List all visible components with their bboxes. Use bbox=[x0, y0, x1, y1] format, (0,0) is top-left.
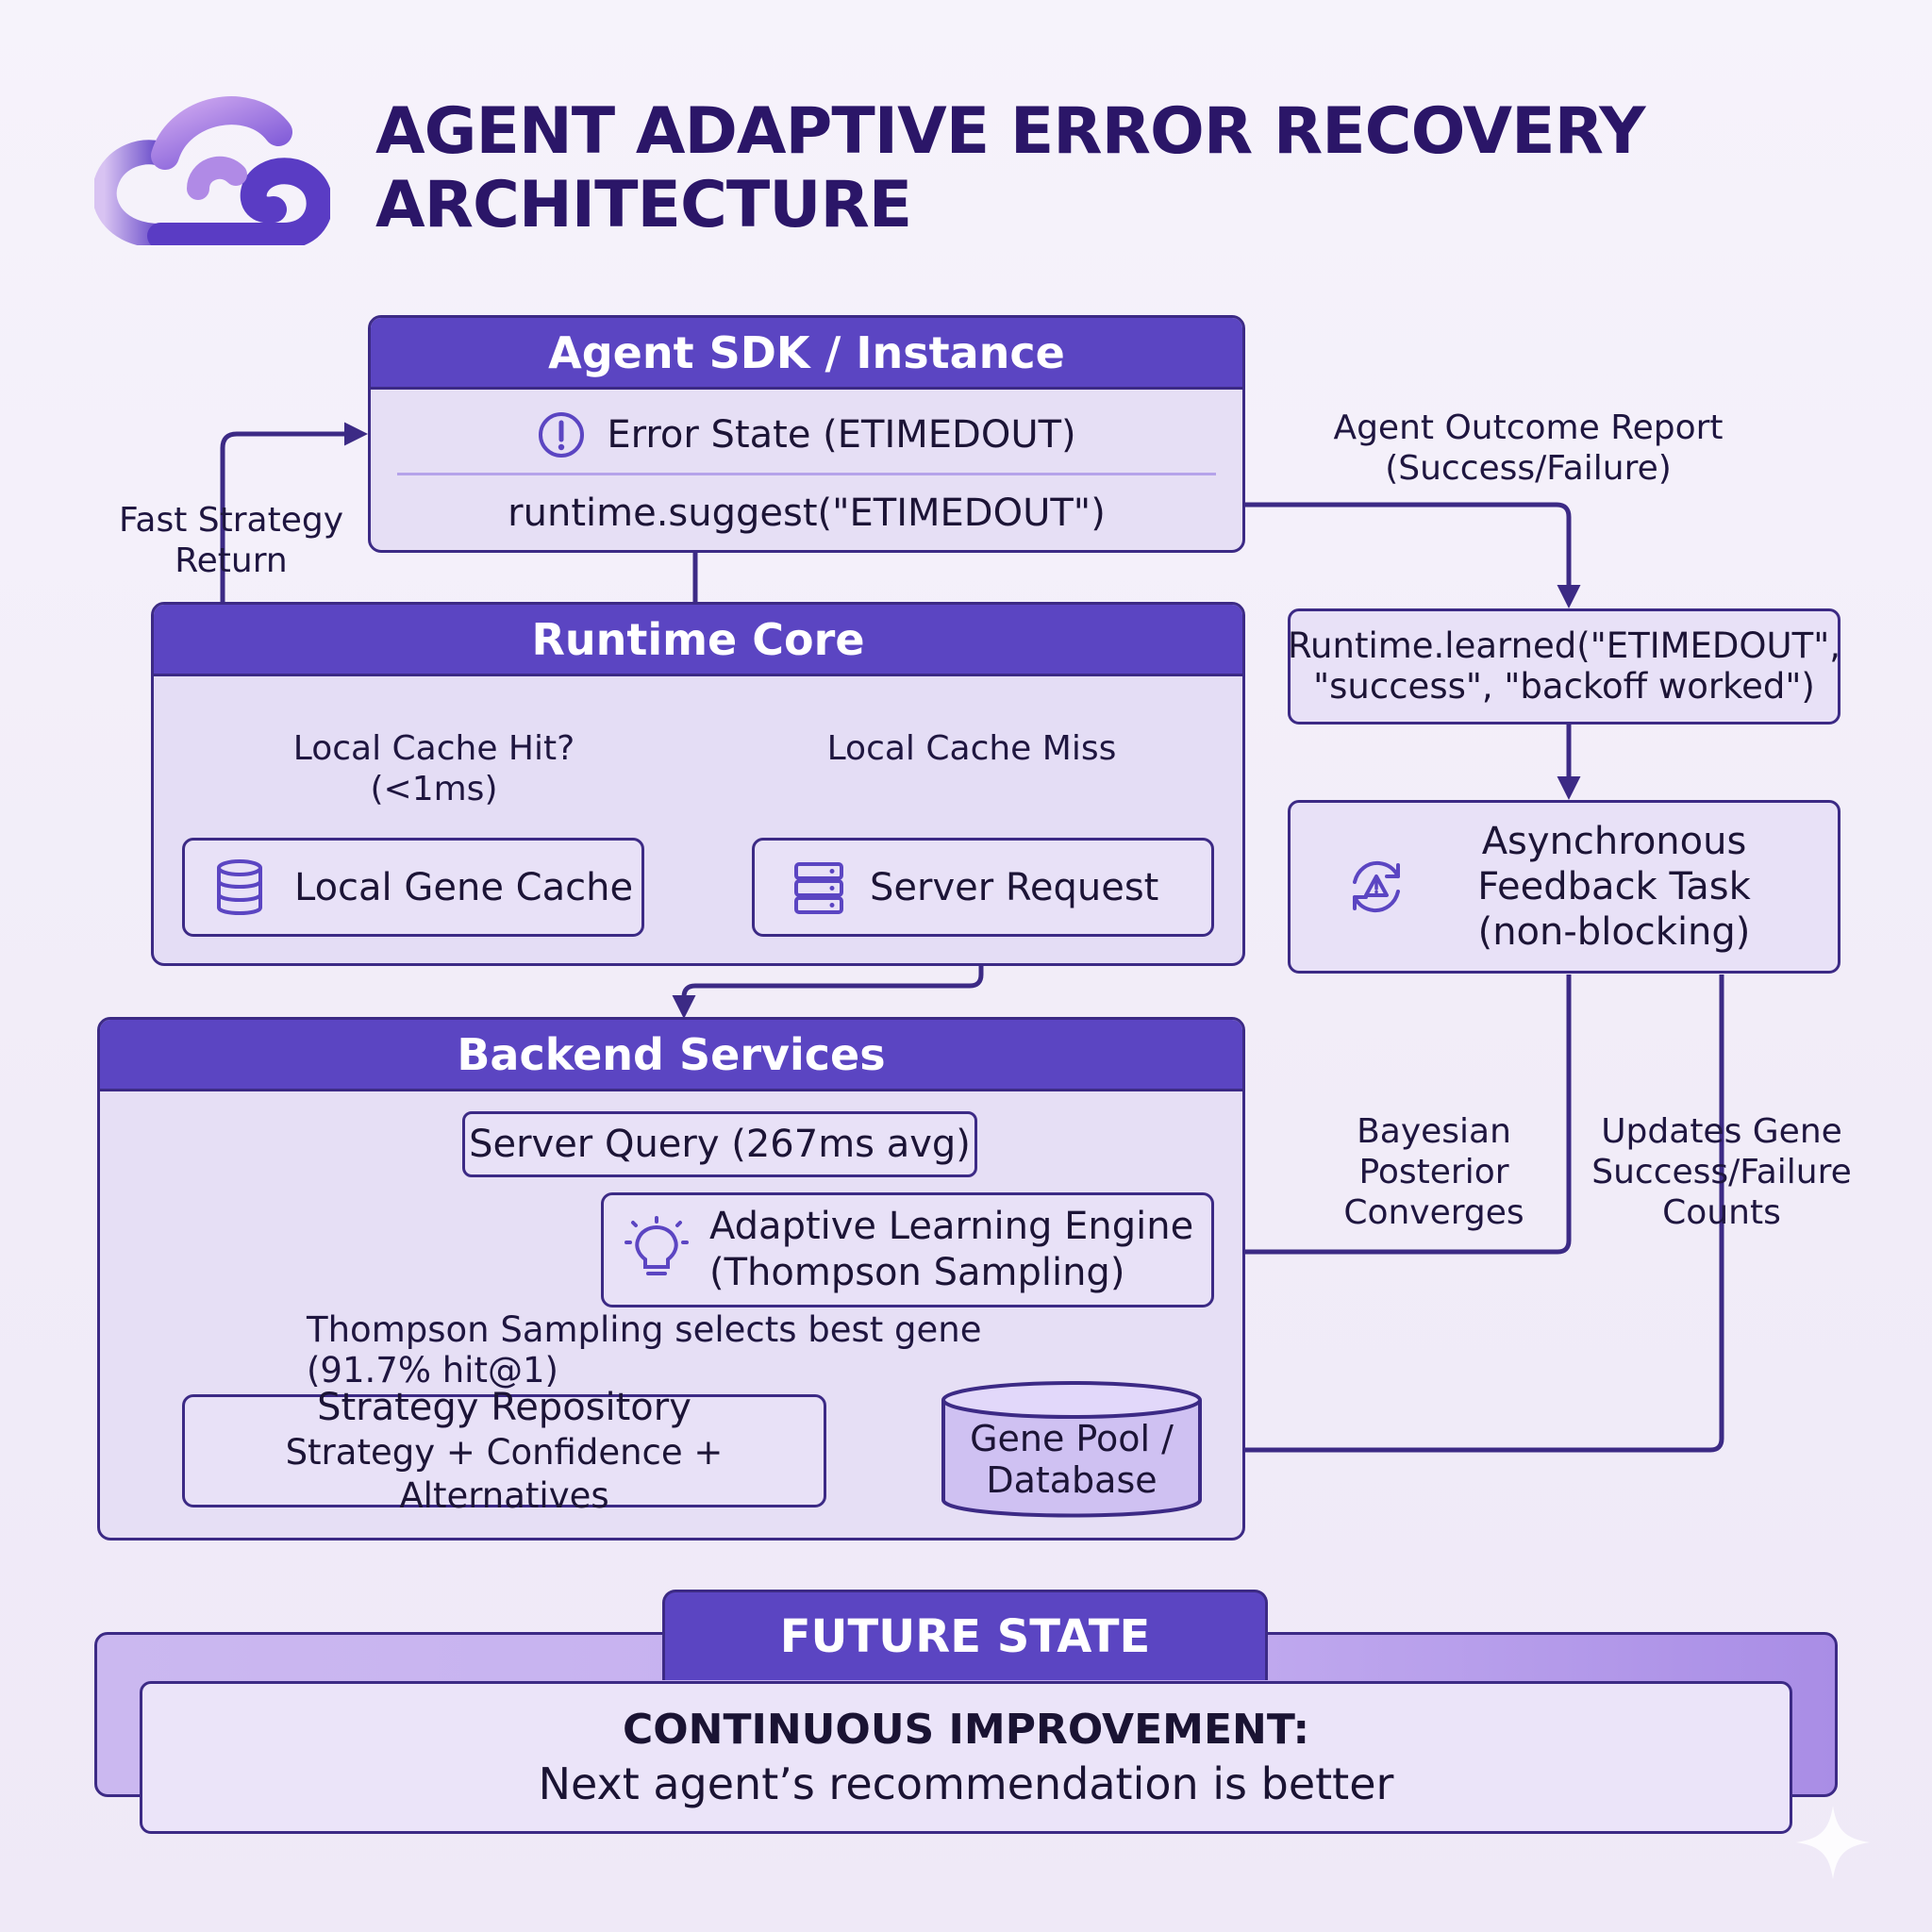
server-request-node: Server Request bbox=[752, 838, 1214, 937]
server-request-label: Server Request bbox=[870, 865, 1159, 909]
future-state-tab: FUTURE STATE bbox=[662, 1590, 1268, 1680]
cache-miss-label: Local Cache Miss bbox=[826, 729, 1117, 768]
sparkle-icon bbox=[1796, 1806, 1870, 1879]
engine-label-line1: Adaptive Learning Engine bbox=[709, 1205, 1194, 1249]
agent-sdk-title: Agent SDK / Instance bbox=[371, 318, 1242, 390]
agent-sdk-panel: Agent SDK / Instance Error State (ETIMED… bbox=[368, 315, 1245, 553]
refresh-alert-icon bbox=[1353, 860, 1400, 913]
updates-arrow bbox=[1198, 974, 1724, 1462]
outcome-report-arrow bbox=[1243, 502, 1581, 608]
error-state-text: Error State (ETIMEDOUT) bbox=[607, 413, 1076, 457]
async-line2: Feedback Task bbox=[1477, 865, 1751, 908]
request-to-backend-arrow bbox=[672, 939, 984, 1019]
engine-label-line2: (Thompson Sampling) bbox=[709, 1251, 1125, 1294]
gene-pool-label: Gene Pool / Database bbox=[970, 1418, 1174, 1501]
alert-circle-icon bbox=[539, 412, 585, 458]
adaptive-learning-engine-node: Adaptive Learning Engine (Thompson Sampl… bbox=[601, 1192, 1214, 1307]
local-gene-cache-node: Local Gene Cache bbox=[182, 838, 644, 937]
future-state-card: CONTINUOUS IMPROVEMENT: Next agent’s rec… bbox=[140, 1681, 1792, 1834]
gene-pool-database-node bbox=[941, 1381, 1202, 1518]
cache-hit-label: Local Cache Hit? (<1ms) bbox=[292, 729, 575, 809]
async-feedback-node: Asynchronous Feedback Task (non-blocking… bbox=[1288, 800, 1840, 974]
page-title-line1: AGENT ADAPTIVE ERROR RECOVERY bbox=[375, 94, 1646, 169]
fast-return-arrow bbox=[220, 422, 368, 840]
bayesian-arrow bbox=[1212, 974, 1572, 1264]
backend-services-title: Backend Services bbox=[100, 1020, 1242, 1091]
future-subline: Next agent’s recommendation is better bbox=[538, 1757, 1394, 1809]
runtime-core-title: Runtime Core bbox=[154, 605, 1242, 676]
cloud-g-logo bbox=[94, 96, 330, 245]
runtime-learned-node: Runtime.learned("ETIMEDOUT", "success", … bbox=[1288, 608, 1840, 724]
suggest-call-text: runtime.suggest("ETIMEDOUT") bbox=[508, 491, 1106, 535]
lightbulb-icon bbox=[625, 1216, 689, 1275]
sdk-divider bbox=[397, 473, 1216, 475]
error-state-row: Error State (ETIMEDOUT) bbox=[371, 408, 1242, 461]
strategy-repository-node: Strategy Repository Strategy + Confidenc… bbox=[182, 1386, 826, 1516]
selects-best-gene-label: Thompson Sampling selects best gene (91.… bbox=[307, 1309, 982, 1391]
async-line1: Asynchronous bbox=[1481, 820, 1747, 863]
server-icon bbox=[794, 861, 843, 914]
database-icon bbox=[217, 858, 262, 915]
page-title-line2: ARCHITECTURE bbox=[375, 168, 912, 242]
future-headline: CONTINUOUS IMPROVEMENT: bbox=[622, 1705, 1310, 1754]
async-line3: (non-blocking) bbox=[1477, 910, 1751, 954]
local-gene-cache-label: Local Gene Cache bbox=[294, 865, 634, 909]
outcome-report-label: Agent Outcome Report(Success/Failure) bbox=[1333, 408, 1724, 489]
repo-title: Strategy Repository bbox=[317, 1385, 691, 1429]
server-query-node: Server Query (267ms avg) bbox=[462, 1111, 977, 1177]
repo-subtitle: Strategy + Confidence + Alternatives bbox=[285, 1431, 724, 1516]
